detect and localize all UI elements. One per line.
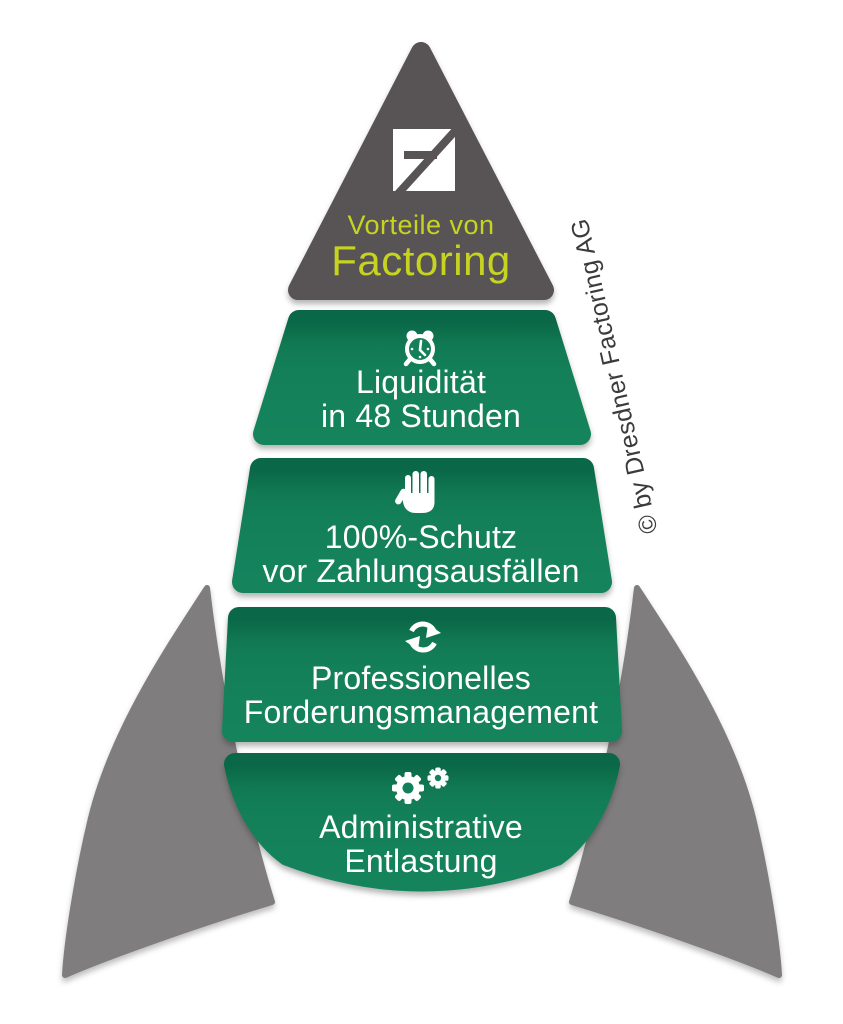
title-line-1: Vorteile von <box>347 210 495 240</box>
segment-2-shape <box>232 458 612 593</box>
segment-line: vor Zahlungsausfällen <box>262 553 580 589</box>
gears-icon <box>392 767 449 804</box>
segment-line: Entlastung <box>344 843 498 879</box>
segment-line: Liquidität <box>355 364 487 400</box>
segment-line: Professionelles <box>310 660 531 696</box>
title-line-2: Factoring <box>331 237 511 284</box>
segment-line: in 48 Stunden <box>320 398 522 434</box>
segment-3-label: Professionelles Forderungsmanagement <box>244 661 598 729</box>
title-block: Vorteile von Factoring <box>331 210 511 282</box>
segment-1-label: Liquidität in 48 Stunden <box>321 365 521 433</box>
segment-1-shape <box>253 310 591 445</box>
segment-4-shape <box>224 753 620 892</box>
segment-2-label: 100%-Schutz vor Zahlungsausfällen <box>262 520 579 588</box>
segment-line: Forderungsmanagement <box>243 694 599 730</box>
dresdner-factoring-logo-icon <box>383 118 467 210</box>
segment-line: Administrative <box>319 809 523 845</box>
segment-3-shape <box>222 607 622 742</box>
segment-4-label: Administrative Entlastung <box>319 810 523 878</box>
alarm-clock-icon <box>403 330 437 367</box>
hand-stop-icon <box>395 471 435 513</box>
segment-line: 100%-Schutz <box>324 519 518 555</box>
sync-arrows-icon <box>405 621 441 653</box>
